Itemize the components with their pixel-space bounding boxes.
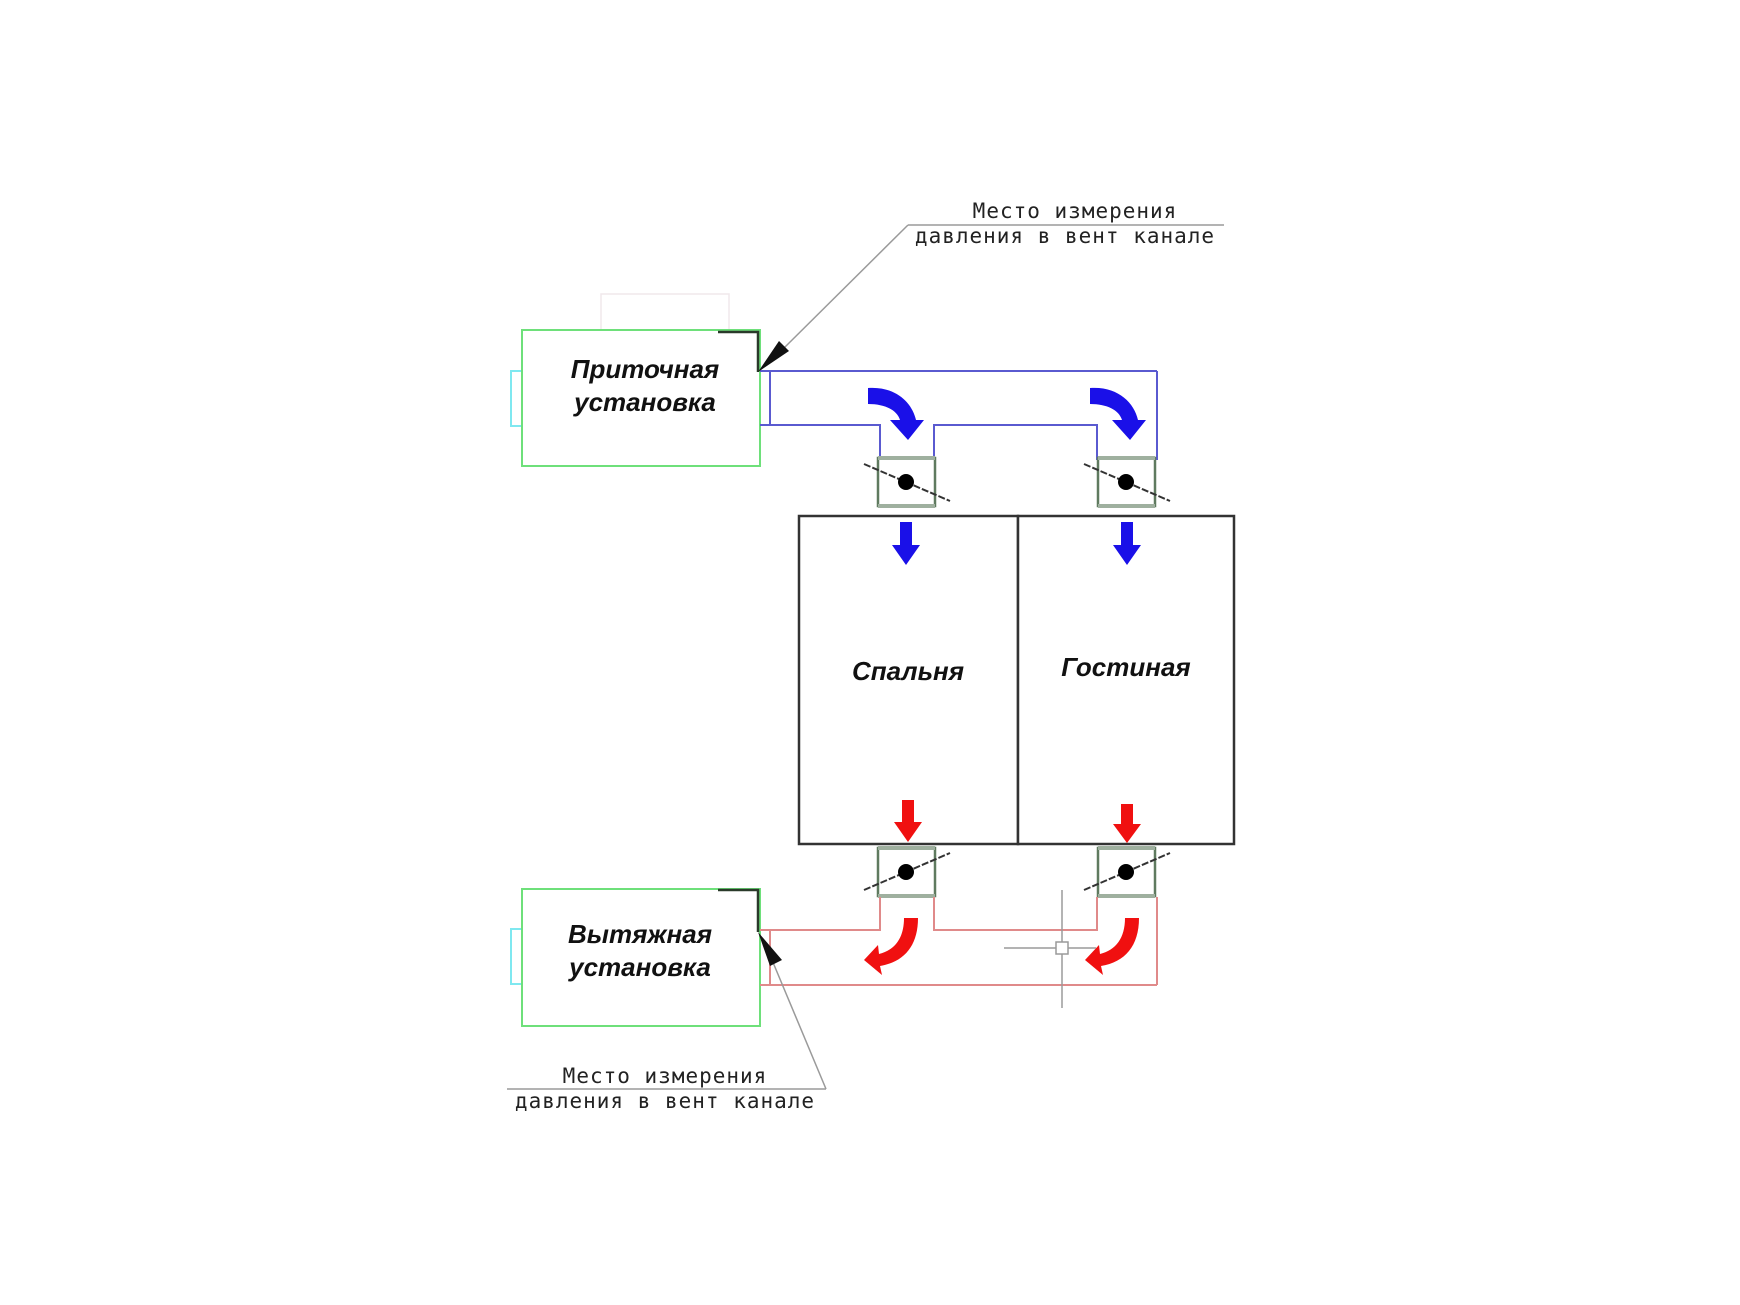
damper-exhaust-living[interactable]	[1083, 846, 1171, 898]
leader-arrowhead-icon	[758, 932, 782, 966]
bottom-leader	[507, 932, 827, 1090]
supply-unit-box[interactable]	[521, 329, 761, 467]
exhaust-unit-box[interactable]	[521, 888, 761, 1027]
exhaust-unit-connector	[510, 928, 523, 985]
top-annotation: Место измерения давления в вент канале	[900, 199, 1230, 249]
dampers	[863, 456, 1171, 898]
curved-arrow-left-icon	[1085, 918, 1139, 975]
damper-pivot	[898, 864, 914, 880]
room-living[interactable]	[1016, 514, 1236, 846]
bottom-annotation: Место измерения давления в вент канале	[500, 1064, 830, 1114]
rooms-block	[797, 514, 1236, 846]
damper-supply-bedroom[interactable]	[863, 456, 951, 508]
supply-duct	[760, 370, 1158, 460]
damper-supply-living[interactable]	[1083, 456, 1171, 508]
arrow-down-icon	[892, 522, 920, 565]
leader-arrowhead-icon	[758, 341, 789, 372]
exhaust-unit-label-line2: установка	[569, 952, 711, 982]
bottom-annotation-line2: давления в вент канале	[514, 1089, 816, 1113]
exhaust-arrows-in-rooms	[894, 800, 1141, 843]
damper-pivot	[1118, 474, 1134, 490]
curved-arrow-down-icon	[868, 387, 924, 440]
damper-pivot	[898, 474, 914, 490]
supply-unit-measure-tap	[718, 330, 760, 372]
arrow-down-icon	[894, 800, 922, 842]
supply-unit-label-line1: Приточная	[570, 354, 720, 384]
arrow-down-icon	[1113, 804, 1141, 843]
exhaust-unit-measure-tap	[718, 888, 760, 932]
arrow-down-icon	[1113, 522, 1141, 565]
supply-unit-connector	[510, 370, 523, 427]
damper-pivot	[1118, 864, 1134, 880]
exhaust-unit-label: Вытяжная установка	[545, 918, 735, 984]
supply-arrows	[868, 387, 1146, 565]
exhaust-duct	[760, 897, 1158, 986]
damper-exhaust-bedroom[interactable]	[863, 846, 951, 898]
supply-unit[interactable]	[510, 293, 761, 467]
curved-arrow-left-icon	[864, 918, 918, 975]
room-bedroom[interactable]	[797, 514, 1020, 846]
top-annotation-line1: Место измерения	[972, 199, 1178, 223]
exhaust-unit-label-line1: Вытяжная	[567, 919, 713, 949]
exhaust-curved-arrows	[864, 918, 1139, 975]
top-annotation-line2: давления в вент канале	[914, 224, 1216, 248]
room-label-bedroom: Спальня	[851, 656, 965, 686]
top-leader	[758, 224, 1224, 372]
supply-unit-label: Приточная установка	[550, 353, 740, 419]
supply-unit-label-line2: установка	[574, 387, 716, 417]
room-label-living: Гостиная	[1061, 652, 1191, 682]
curved-arrow-down-icon	[1090, 387, 1146, 440]
supply-unit-top-outline	[600, 293, 730, 331]
crosshair-cursor-icon	[1004, 890, 1096, 1008]
bottom-annotation-line1: Место измерения	[562, 1064, 768, 1088]
exhaust-unit[interactable]	[510, 888, 761, 1027]
